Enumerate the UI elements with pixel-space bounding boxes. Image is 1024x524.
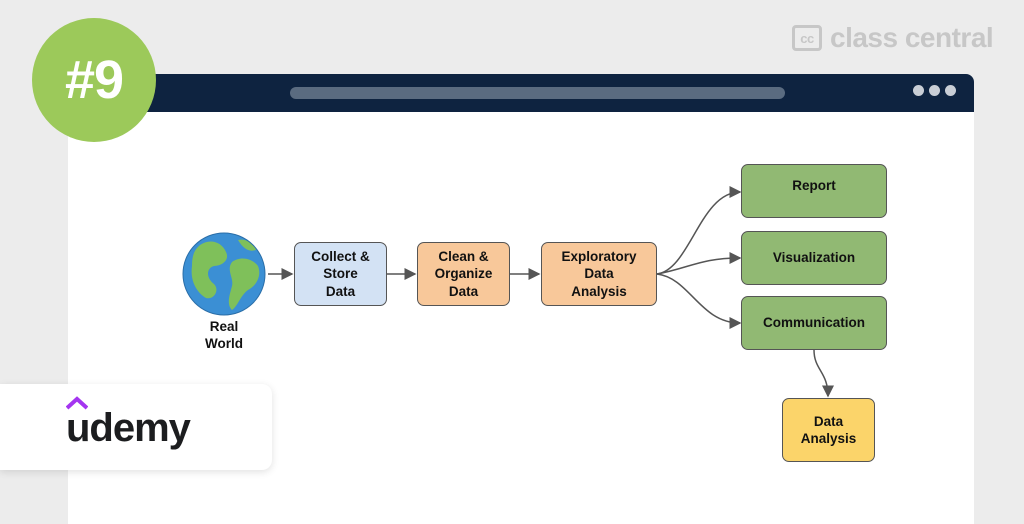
class-central-icon: cc	[792, 25, 822, 51]
report-node: Report	[741, 164, 887, 218]
real-world-label: Real World	[205, 319, 243, 352]
diagram-connectors	[182, 186, 834, 398]
clean-organize-data-node: Clean & Organize Data	[417, 242, 510, 306]
edge-communication-analysis	[813, 349, 834, 398]
browser-titlebar	[68, 74, 974, 112]
class-central-wordmark: class central	[830, 22, 994, 53]
visualization-node: Visualization	[741, 231, 887, 285]
collect-store-data-node: Collect & Store Data	[294, 242, 387, 306]
data-analysis-node: Data Analysis	[782, 398, 875, 462]
dot-icon	[929, 85, 940, 96]
window-controls	[913, 85, 956, 96]
edge-eda-visualization	[656, 252, 742, 275]
class-central-logo: cc class central	[792, 22, 994, 54]
address-bar	[290, 87, 785, 99]
provider-card: udemy	[0, 384, 272, 470]
data-analysis-diagram: Real World Collect & Store Data Clean & …	[182, 164, 887, 462]
communication-node: Communication	[741, 296, 887, 350]
udemy-logo: udemy	[66, 406, 191, 450]
edge-eda-communication	[656, 273, 742, 329]
udemy-hat-icon	[66, 396, 88, 410]
earth-globe-icon	[182, 232, 266, 316]
dot-icon	[913, 85, 924, 96]
rank-badge: #9	[32, 18, 156, 142]
exploratory-data-analysis-node: Exploratory Data Analysis	[541, 242, 657, 306]
dot-icon	[945, 85, 956, 96]
edge-eda-report	[656, 186, 742, 275]
